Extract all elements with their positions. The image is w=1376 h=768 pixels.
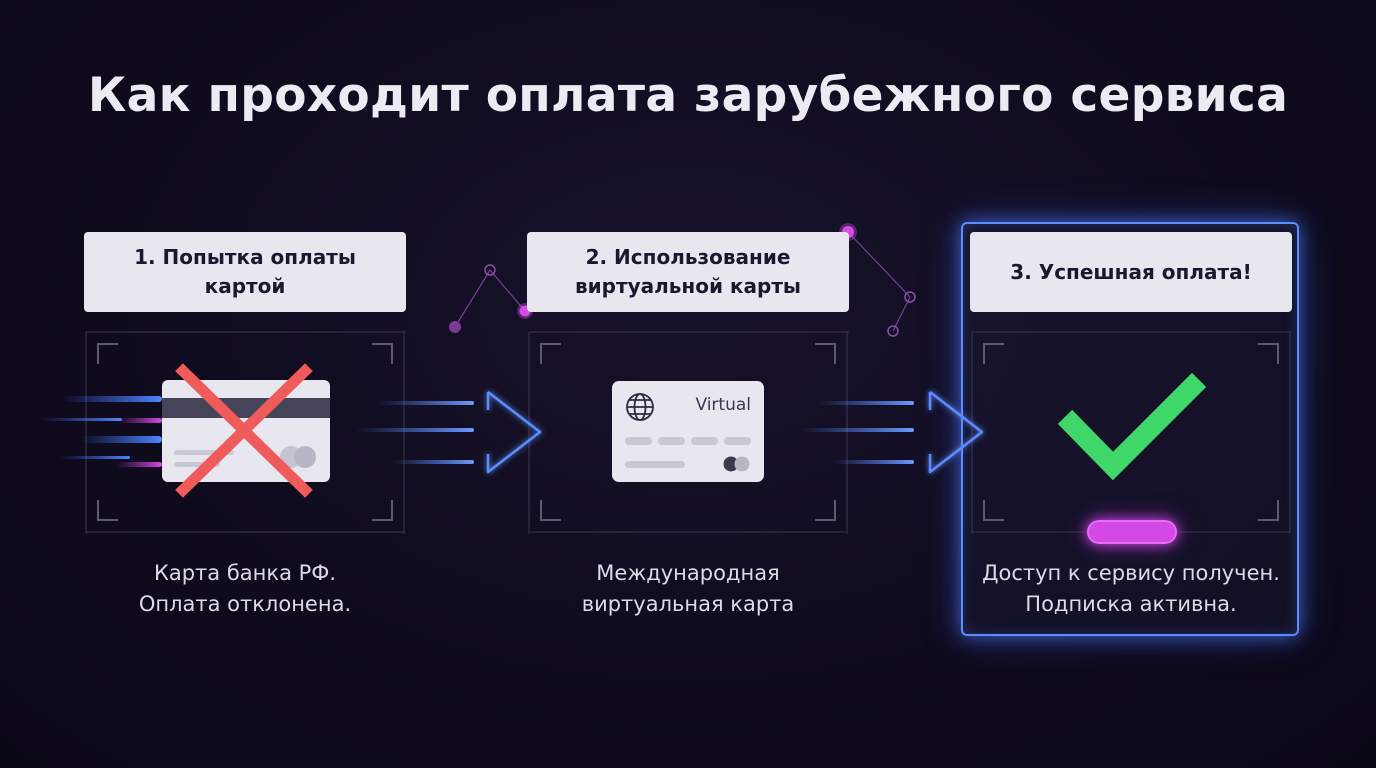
step-3-frame — [970, 330, 1292, 534]
card-logo-icon — [723, 456, 750, 472]
card-line — [625, 461, 685, 468]
page-title: Как проходит оплата зарубежного сервиса — [87, 68, 1289, 123]
card-number-dash — [724, 437, 751, 445]
network-node — [887, 325, 899, 337]
bank-card — [162, 380, 330, 482]
virtual-card: Virtual — [612, 381, 764, 482]
network-node — [484, 264, 496, 276]
step-3-label: 3. Успешная оплата! — [970, 232, 1292, 312]
step-1-frame — [84, 330, 406, 534]
globe-icon — [626, 393, 654, 421]
card-line — [174, 450, 234, 455]
step-1-label: 1. Попытка оплаты картой — [84, 232, 406, 312]
card-magnetic-stripe — [162, 398, 330, 418]
step-2-caption: Международная виртуальная карта — [581, 561, 795, 616]
card-line — [174, 462, 220, 467]
network-node — [904, 291, 916, 303]
card-number-dash — [691, 437, 718, 445]
virtual-card-label: Virtual — [695, 395, 751, 415]
step-1-caption: Карта банка РФ. Оплата отклонена. — [138, 561, 352, 616]
network-node — [449, 321, 461, 333]
card-number-dash — [658, 437, 685, 445]
step-3-caption: Доступ к сервису получен. Подписка актив… — [982, 561, 1280, 616]
step-2-label: 2. Использование виртуальной карты — [527, 232, 849, 312]
success-indicator-pill — [1087, 520, 1177, 544]
card-number-dash — [625, 437, 652, 445]
card-chip-dot — [294, 446, 316, 468]
